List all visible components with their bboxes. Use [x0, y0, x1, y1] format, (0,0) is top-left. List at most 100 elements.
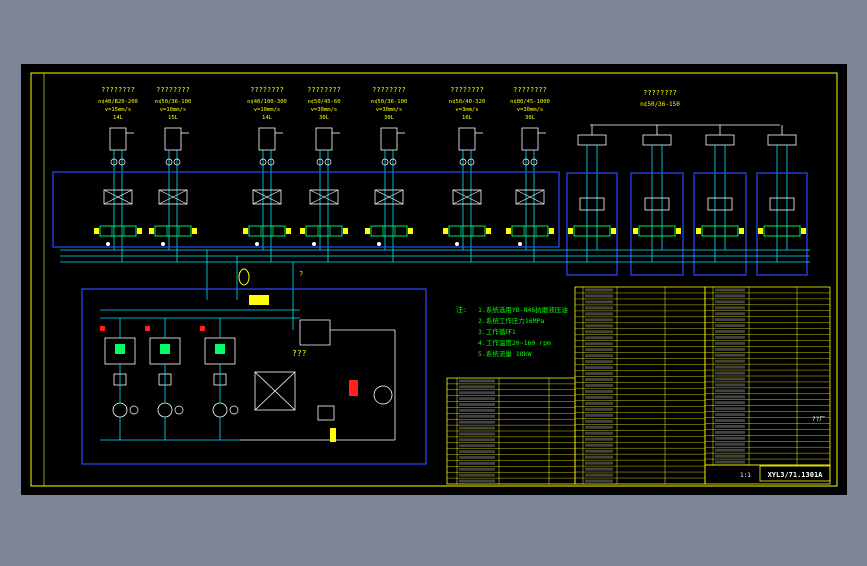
parts-list-tables: [446, 286, 831, 485]
solenoid: [343, 228, 348, 234]
note-line-5: 5.系统流量 18kW: [478, 349, 531, 358]
actuator-body: [164, 127, 182, 151]
cylinder-box-4: [756, 172, 808, 276]
directional-valve: [154, 225, 192, 237]
actuator-7: ???????? n¢80/45-1000 v=30mm/s 30L: [506, 86, 554, 262]
actuator-spec-2: v=10mm/s: [254, 107, 281, 113]
parts-table: [574, 286, 706, 485]
actuator-body: [258, 127, 276, 151]
cylinder-box-1: [566, 172, 618, 276]
solenoid: [149, 228, 154, 234]
actuator-spec-2: v=30mm/s: [517, 107, 544, 113]
level-gauge: [330, 428, 336, 442]
actuator-name: ????????: [513, 86, 547, 94]
solenoid: [365, 228, 370, 234]
actuator-spec-1: n¢50/45-60: [307, 99, 340, 105]
cylinder-body: [642, 134, 672, 146]
cylinder-body: [705, 134, 735, 146]
cylinder-2: [633, 125, 681, 262]
actuator-spec-3: 14L: [113, 115, 124, 121]
notes-block: 注: 1.系统选用YB-N46抗磨液压油 2.系统工作压力16MPa 3.工作循…: [456, 305, 568, 358]
solenoid: [192, 228, 197, 234]
directional-valve: [763, 225, 801, 237]
actuator-body: [109, 127, 127, 151]
cylinder-body: [577, 134, 607, 146]
solenoid: [408, 228, 413, 234]
cylinder-group-name: ????????: [643, 89, 677, 97]
actuator-body: [458, 127, 476, 151]
actuator-spec-3: 14L: [262, 115, 273, 121]
cylinder-circuits: [568, 124, 806, 262]
actuator-2: ???????? n¢50/36-100 v=10mm/s 15L: [149, 86, 197, 262]
note-line-3: 3.工作循环1: [478, 327, 516, 336]
actuator-spec-2: v=10mm/s: [160, 107, 187, 113]
flow-valve: [452, 189, 482, 205]
directional-valve: [638, 225, 676, 237]
directional-valve: [248, 225, 286, 237]
relief-valve: [215, 344, 225, 354]
motor: [174, 405, 184, 415]
directional-valve: [701, 225, 739, 237]
directional-valve: [305, 225, 343, 237]
question-mark-label: ???: [292, 349, 307, 358]
actuator-circuits: ???????? n¢40/B20-200 v=15mm/s 14L???????? n…: [94, 86, 554, 262]
directional-valve: [448, 225, 486, 237]
sheet-scale: 1:1: [740, 472, 751, 479]
solenoid: [506, 228, 511, 234]
actuator-spec-1: n¢40/B20-200: [98, 99, 138, 105]
directional-valve: [99, 225, 137, 237]
actuator-spec-2: v=3mm/s: [455, 107, 478, 113]
actuator-name: ????????: [101, 86, 135, 94]
cylinder-body: [767, 134, 797, 146]
flow-valve: [515, 189, 545, 205]
motor: [229, 405, 239, 415]
actuator-spec-1: n¢50/36-100: [155, 99, 191, 105]
alarm-indicator: [349, 380, 358, 396]
title-block-cell: [759, 465, 831, 482]
solenoid: [94, 228, 99, 234]
valve-bank-box: [52, 171, 560, 248]
company-name: ??厂: [812, 416, 825, 423]
cylinder-1: [568, 125, 616, 262]
pump-station-box: [81, 288, 427, 465]
actuator-name: ????????: [156, 86, 190, 94]
actuator-name: ????????: [307, 86, 341, 94]
actuator-1: ???????? n¢40/B20-200 v=15mm/s 14L: [94, 86, 142, 262]
pressure-relief-block: [249, 295, 269, 305]
actuator-name: ????????: [450, 86, 484, 94]
actuator-spec-3: 30L: [525, 115, 536, 121]
flow-valve: [158, 189, 188, 205]
solenoid: [243, 228, 248, 234]
relief-valve: [115, 344, 125, 354]
actuator-spec-3: 15L: [168, 115, 179, 121]
actuator-name: ????????: [250, 86, 284, 94]
actuator-spec-3: 30L: [384, 115, 395, 121]
drawing-frame: [30, 72, 838, 487]
cylinder-4: [758, 125, 806, 262]
actuator-spec-3: 30L: [319, 115, 330, 121]
note-line-2: 2.系统工作压力16MPa: [478, 316, 544, 325]
solenoid: [486, 228, 491, 234]
notes-title: 注:: [456, 305, 467, 314]
actuator-spec-2: v=30mm/s: [311, 107, 338, 113]
relief-valve: [160, 344, 170, 354]
cylinder-group-spec: n¢50/36-150: [640, 101, 680, 108]
flow-valve: [309, 189, 339, 205]
actuator-spec-3: 16L: [462, 115, 473, 121]
flow-valve: [374, 189, 404, 205]
parts-table: [704, 286, 831, 466]
actuator-body: [315, 127, 333, 151]
cylinder-box-2: [630, 172, 684, 276]
actuator-spec-2: v=15mm/s: [105, 107, 132, 113]
question-mark-top: ?: [299, 270, 303, 278]
drawing-sheet: [21, 64, 847, 495]
actuator-spec-1: n¢80/45-1000: [510, 99, 550, 105]
solenoid: [286, 228, 291, 234]
actuator-spec-2: v=30mm/s: [376, 107, 403, 113]
main-pipelines: [60, 249, 810, 330]
